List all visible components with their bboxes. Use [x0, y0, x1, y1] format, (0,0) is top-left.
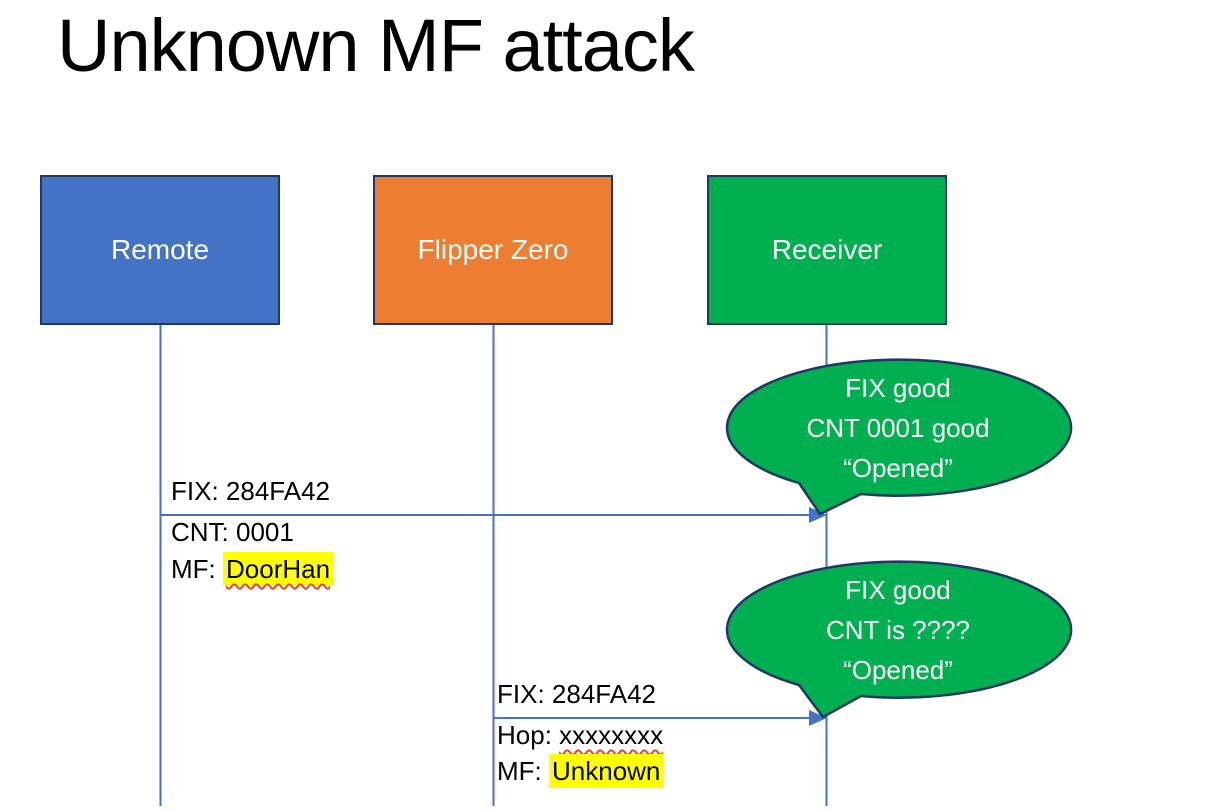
- actor-box-flipper-zero: Flipper Zero: [373, 175, 613, 325]
- message2-fix-label: FIX: 284FA42: [497, 678, 656, 710]
- message1-fix-label: FIX: 284FA42: [171, 475, 330, 507]
- message1-cnt-label: CNT: 0001: [171, 516, 294, 548]
- actor-label-flipper-zero: Flipper Zero: [417, 234, 569, 265]
- callout1-line2: CNT 0001 good: [806, 413, 990, 443]
- slide-title: Unknown MF attack: [57, 4, 695, 87]
- message1-mf-highlighted-value: DoorHan: [223, 552, 334, 586]
- callout2-line2: CNT is ????: [825, 615, 971, 645]
- message1-mf-label: MF: DoorHan: [171, 552, 334, 586]
- callout2-line3: “Opened”: [843, 655, 953, 685]
- message2-fix-text: FIX: 284FA42: [497, 679, 656, 709]
- message2-mf-highlighted-value: Unknown: [549, 754, 664, 788]
- actor-box-receiver: Receiver: [707, 175, 947, 325]
- message2-hop-prefix: Hop:: [497, 720, 560, 750]
- message-arrow-2-head: [809, 710, 827, 726]
- message1-cnt-text: CNT: 0001: [171, 517, 294, 547]
- actor-box-remote: Remote: [40, 175, 280, 325]
- callout2-line1: FIX good: [845, 575, 951, 605]
- callout1-line3: “Opened”: [843, 453, 953, 483]
- message1-mf-prefix: MF:: [171, 554, 223, 584]
- message2-mf-label: MF: Unknown: [497, 754, 664, 788]
- message1-fix-text: FIX: 284FA42: [171, 476, 330, 506]
- callout-bubble-2-shape: [725, 560, 1073, 719]
- actor-label-remote: Remote: [110, 234, 210, 265]
- callout1-line1: FIX good: [845, 373, 951, 403]
- callout-bubble-1-text: FIX good CNT 0001 good “Opened”: [728, 368, 1068, 488]
- message2-mf-prefix: MF:: [497, 756, 549, 786]
- message2-hop-value: xxxxxxxx: [559, 720, 664, 750]
- message-arrow-1-head: [809, 507, 827, 523]
- callout-bubble-1-shape: [725, 358, 1073, 516]
- actor-label-receiver: Receiver: [771, 234, 883, 265]
- callout-bubble-2-text: FIX good CNT is ???? “Opened”: [728, 570, 1068, 690]
- message2-hop-label: Hop: xxxxxxxx: [497, 719, 663, 751]
